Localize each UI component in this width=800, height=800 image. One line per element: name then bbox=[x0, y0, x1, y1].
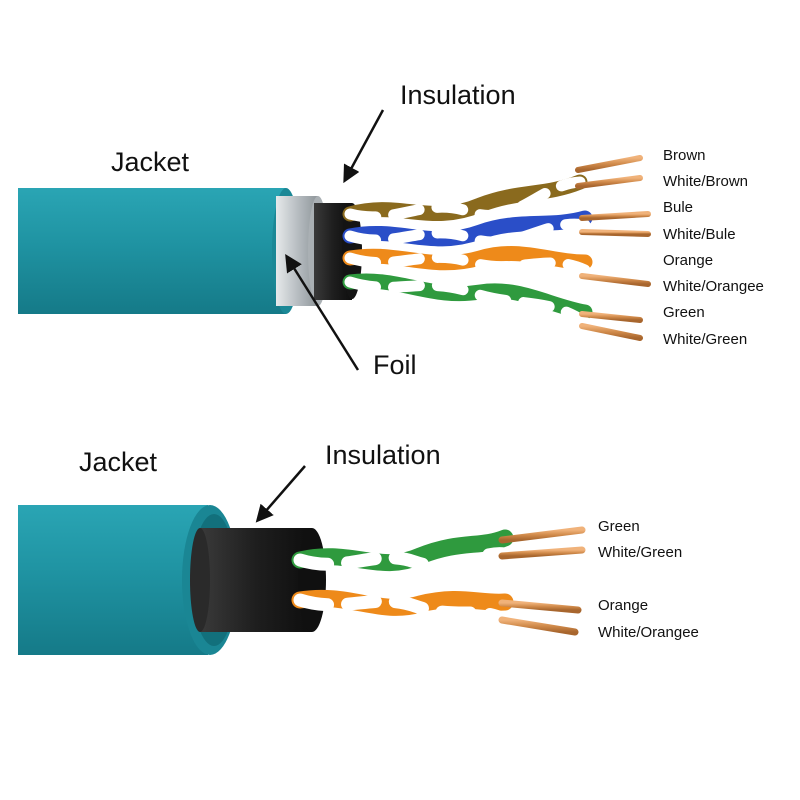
bottom-insulation bbox=[200, 528, 312, 632]
bottom-jacket-label: Jacket bbox=[79, 447, 158, 477]
bottom-jacket bbox=[18, 505, 208, 655]
bottom-insulation-end bbox=[298, 528, 326, 632]
bottom-wire-label-orange: Orange bbox=[598, 597, 649, 614]
top-insulation-arrow bbox=[343, 109, 385, 184]
top-pair-brown bbox=[342, 174, 588, 223]
top-copper-ends bbox=[575, 155, 651, 341]
bottom-wire-label-white-green: White/Green bbox=[598, 544, 683, 561]
top-pair-orange bbox=[342, 246, 593, 276]
top-wire-label-green: Green bbox=[663, 304, 705, 321]
bottom-wire-label-white-orange: White/Orangee bbox=[598, 624, 699, 641]
bottom-copper-ends bbox=[498, 526, 586, 636]
top-wire-label-brown: Brown bbox=[663, 147, 706, 164]
bottom-cable bbox=[18, 465, 586, 655]
bottom-pair-green bbox=[291, 529, 514, 573]
top-pair-green bbox=[342, 273, 593, 328]
top-wire-label-white-blue: White/Bule bbox=[663, 226, 736, 243]
top-jacket bbox=[18, 188, 286, 314]
top-wire-label-white-brown: White/Brown bbox=[663, 173, 749, 190]
top-wire-label-blue: Bule bbox=[663, 199, 694, 216]
bottom-insulation-arrow bbox=[255, 465, 306, 523]
bottom-wire-label-green: Green bbox=[598, 518, 640, 535]
top-foil-label: Foil bbox=[373, 350, 417, 380]
top-wire-label-orange: Orange bbox=[663, 252, 714, 269]
top-insulation bbox=[314, 203, 352, 300]
top-foil-arrow bbox=[285, 254, 360, 371]
top-wire-label-white-green: White/Green bbox=[663, 331, 748, 348]
top-jacket-label: Jacket bbox=[111, 147, 190, 177]
top-wire-label-white-orange: White/Orangee bbox=[663, 278, 764, 295]
top-pair-blue bbox=[342, 210, 593, 248]
bottom-insulation-start bbox=[190, 528, 210, 632]
bottom-pair-orange bbox=[291, 589, 514, 627]
top-cable bbox=[18, 109, 651, 371]
top-insulation-label: Insulation bbox=[400, 80, 516, 110]
bottom-insulation-label: Insulation bbox=[325, 440, 441, 470]
top-foil bbox=[276, 196, 318, 306]
